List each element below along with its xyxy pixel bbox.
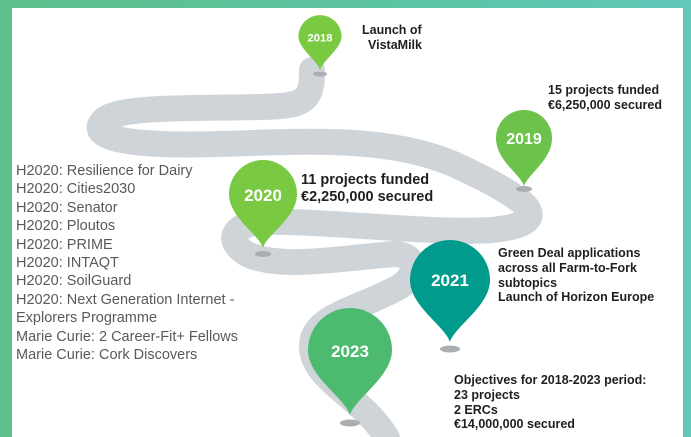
pin-shadow-2020 <box>255 251 271 257</box>
pin-year-2023: 2023 <box>331 342 369 361</box>
project-item: H2020: Senator <box>16 199 118 216</box>
pin-year-2021: 2021 <box>431 271 469 290</box>
roadmap-canvas: 2018 2019 2020 2021 2023 Launch of Vista… <box>12 8 683 437</box>
milestone-2021-line-2: across all Farm-to-Fork <box>498 260 637 275</box>
pin-2018: 2018 <box>298 15 342 70</box>
milestone-2021-line-3: subtopics <box>498 275 558 290</box>
project-item: Marie Curie: 2 Career-Fit+ Fellows <box>16 328 238 345</box>
milestone-2023-line-4: €14,000,000 secured <box>454 417 575 432</box>
pin-shadow-2021 <box>440 345 460 353</box>
pin-year-2018: 2018 <box>307 33 332 45</box>
pin-shadow-2019 <box>516 186 532 192</box>
milestone-2019-line-1: 15 projects funded <box>548 83 660 97</box>
milestone-2020-line-1: 11 projects funded <box>301 172 430 188</box>
milestone-2023-line-1: Objectives for 2018-2023 period: <box>454 373 647 387</box>
pin-shadow-2023 <box>340 419 360 427</box>
milestone-2023-line-3: 2 ERCs <box>454 402 498 417</box>
pin-2019: 2019 <box>496 110 552 186</box>
milestone-2021-line-1: Green Deal applications <box>498 246 641 260</box>
project-item: Explorers Programme <box>16 310 158 327</box>
milestone-2021-label: Green Deal applications across all Farm-… <box>498 246 654 305</box>
pin-2020: 2020 <box>229 160 297 248</box>
project-item: H2020: Ploutos <box>16 218 116 235</box>
milestone-2018-label: Launch of VistaMilk <box>362 23 422 53</box>
pin-2023: 2023 <box>308 308 392 415</box>
road <box>87 57 543 437</box>
project-item: H2020: SoilGuard <box>16 273 132 290</box>
project-item: H2020: INTAQT <box>16 255 119 272</box>
pin-shadow-2018 <box>313 71 327 77</box>
project-item: H2020: Cities2030 <box>16 181 136 198</box>
roadmap-diagram: 2018 2019 2020 2021 2023 <box>87 15 552 437</box>
pin-2021: 2021 <box>410 240 490 342</box>
project-item: Marie Curie: Cork Discovers <box>16 347 198 364</box>
milestone-2018-line-2: VistaMilk <box>368 37 422 52</box>
project-item: H2020: PRIME <box>16 236 113 253</box>
milestone-2019-label: 15 projects funded €6,250,000 secured <box>548 83 662 113</box>
milestone-2018-line-1: Launch of <box>362 23 422 37</box>
milestone-2020-line-2: €2,250,000 secured <box>301 189 434 206</box>
project-item: H2020: Next Generation Internet - <box>16 291 235 308</box>
pin-year-2019: 2019 <box>506 131 542 148</box>
milestone-2023-line-2: 23 projects <box>454 387 521 402</box>
milestone-2023-label: Objectives for 2018-2023 period: 23 proj… <box>454 373 646 432</box>
milestone-2019-line-2: €6,250,000 secured <box>548 97 662 112</box>
h2020-project-list: H2020: Resilience for Dairy H2020: Citie… <box>16 162 306 364</box>
pin-year-2020: 2020 <box>244 186 282 205</box>
milestone-2020-label: 11 projects funded €2,250,000 secured <box>301 172 433 206</box>
milestone-2021-line-4: Launch of Horizon Europe <box>498 290 655 305</box>
project-item: H2020: Resilience for Dairy <box>16 163 193 179</box>
